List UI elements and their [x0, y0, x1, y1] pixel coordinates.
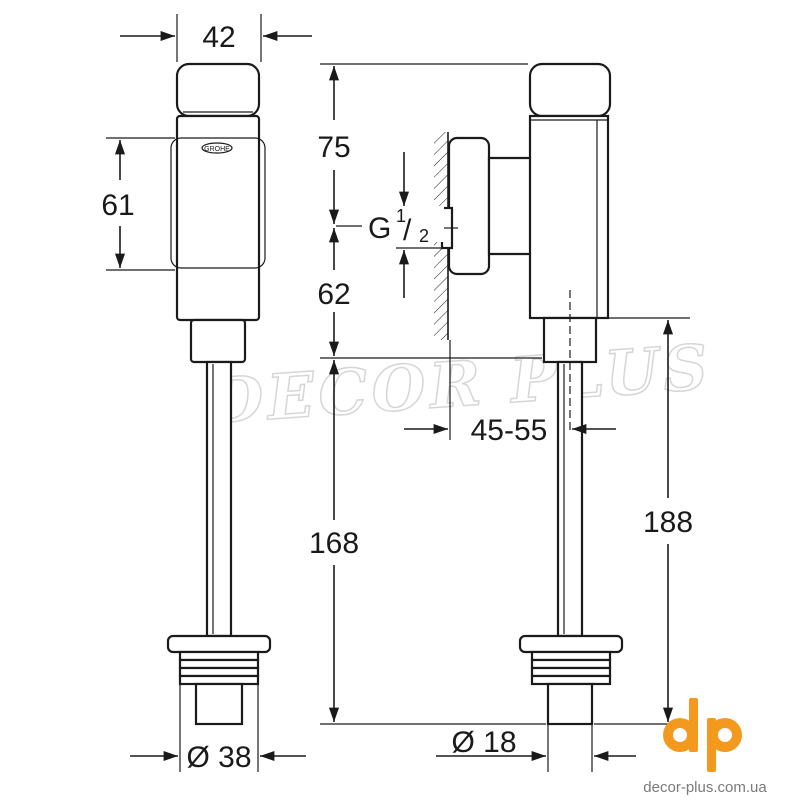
thread-numerator: 1 — [396, 206, 406, 226]
dim-168-label: 168 — [309, 527, 359, 560]
website-label: decor-plus.com.ua — [643, 779, 767, 796]
dim-pipe-diameter: Ø 18 — [436, 700, 636, 772]
dp-logo-mark — [663, 698, 742, 772]
side-flange — [518, 634, 624, 654]
front-flange — [166, 634, 272, 654]
dim-vertical-stack: 75 62 168 — [309, 66, 359, 722]
dim-width-42: 42 — [120, 14, 312, 62]
thread-g-label: G — [368, 212, 391, 245]
brand-label: GROHE — [204, 146, 230, 153]
dim-62-label: 62 — [317, 278, 350, 311]
side-view — [434, 62, 624, 726]
dim-width-label: 42 — [202, 21, 235, 54]
wall-connector — [447, 136, 491, 276]
front-pipe — [205, 360, 233, 638]
watermark: DECOR PLUS — [205, 330, 714, 438]
dim-base-diameter-label: Ø 38 — [186, 741, 251, 774]
front-tail-pipe — [194, 682, 244, 726]
dim-total-188: 188 — [643, 320, 693, 722]
front-nut — [189, 318, 247, 364]
dim-188-label: 188 — [643, 506, 693, 539]
dim-pipe-diameter-label: Ø 18 — [451, 726, 516, 759]
thread-denominator: 2 — [419, 226, 429, 246]
decor-plus-logo: decor-plus.com.ua — [643, 698, 767, 796]
side-pipe — [556, 360, 584, 638]
dim-thread-size: G 1 / 2 — [362, 152, 450, 298]
front-thread — [178, 650, 260, 686]
thread-slash: / — [403, 214, 412, 247]
side-valve-body — [528, 114, 610, 320]
front-push-button — [175, 62, 261, 118]
dim-height-61: 61 — [101, 137, 175, 271]
front-view: GROHE — [166, 62, 272, 726]
dim-75-label: 75 — [317, 131, 350, 164]
dim-offset: 45-55 — [404, 340, 616, 447]
side-tail-pipe — [546, 682, 594, 726]
side-thread — [530, 650, 612, 686]
dim-base-diameter: Ø 38 — [130, 674, 306, 774]
side-push-button — [528, 62, 612, 118]
brand-badge: GROHE — [201, 142, 233, 154]
dim-offset-label: 45-55 — [471, 414, 548, 447]
dim-height-61-label: 61 — [101, 189, 134, 222]
